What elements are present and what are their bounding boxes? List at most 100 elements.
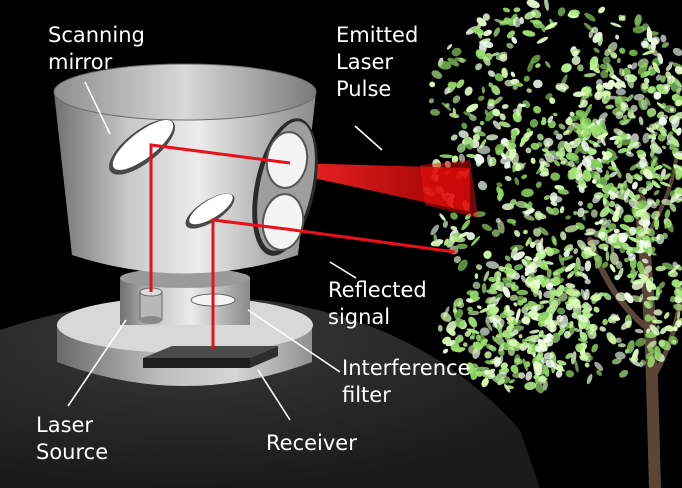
leaf — [662, 232, 668, 240]
leaf — [444, 87, 450, 95]
leaf — [574, 359, 579, 373]
leaf — [611, 214, 620, 223]
leaf — [628, 49, 638, 57]
leaf — [555, 133, 563, 140]
leaf — [484, 360, 494, 365]
leaf — [593, 192, 604, 199]
leaf — [563, 250, 570, 257]
leaf — [563, 244, 574, 252]
leaf — [497, 379, 505, 386]
leaf — [458, 231, 469, 238]
leaf — [584, 12, 596, 22]
leaf — [606, 332, 617, 345]
leaf — [611, 357, 622, 365]
leaf — [505, 263, 513, 270]
leaf — [567, 116, 572, 121]
leaf — [643, 168, 653, 180]
leaf — [491, 52, 500, 57]
leaf — [646, 296, 658, 301]
leaf — [493, 96, 503, 105]
leaf — [483, 250, 492, 259]
leaf — [573, 248, 579, 255]
leaf — [464, 86, 473, 96]
leaf — [504, 383, 511, 393]
emitted-laser-beam — [290, 163, 470, 212]
leaf — [511, 221, 516, 226]
leaf — [521, 188, 534, 198]
leaf — [439, 213, 446, 221]
leaf — [523, 229, 528, 235]
leaf — [473, 129, 486, 137]
leaf — [589, 125, 604, 134]
leaf — [549, 192, 558, 202]
leaf — [576, 271, 585, 277]
leaf — [447, 57, 460, 67]
leaf — [594, 361, 604, 371]
leaf — [602, 318, 608, 326]
leaf — [537, 319, 545, 328]
leaf — [512, 271, 520, 280]
leaf — [491, 229, 500, 237]
leaf — [523, 131, 533, 139]
leaf — [539, 300, 550, 304]
leaf — [557, 7, 566, 17]
leaf — [540, 23, 546, 33]
leaf — [484, 369, 489, 375]
leaf — [530, 157, 536, 164]
leaf — [484, 351, 492, 359]
leaf — [538, 237, 544, 251]
leaf — [647, 356, 655, 368]
leaf — [472, 281, 481, 290]
leaf — [626, 340, 635, 354]
leaf — [573, 154, 580, 164]
leaf — [583, 73, 597, 78]
leaf — [642, 132, 650, 144]
leaf — [577, 207, 585, 218]
leaf — [661, 145, 667, 149]
leaf — [652, 61, 660, 74]
leaf — [485, 261, 500, 269]
leaf — [512, 16, 521, 28]
leaf — [511, 36, 518, 44]
leaf — [450, 212, 458, 220]
leaf — [577, 64, 584, 72]
leaf — [456, 79, 465, 89]
leaf — [656, 102, 665, 109]
leaf — [579, 176, 584, 185]
leaf — [429, 81, 436, 88]
leaf — [501, 203, 514, 211]
leaf — [447, 81, 456, 89]
leaf — [454, 318, 465, 328]
leaf — [655, 199, 661, 204]
leaf — [663, 312, 670, 319]
leaf — [571, 115, 578, 122]
leaf — [644, 300, 654, 309]
leaf — [637, 261, 645, 274]
leaf — [479, 307, 490, 313]
leaf — [433, 243, 441, 247]
leaf — [595, 79, 603, 86]
leaf — [629, 226, 637, 236]
leaf — [511, 133, 517, 142]
leaf — [641, 239, 650, 247]
device-body — [53, 63, 317, 274]
leaf — [533, 79, 543, 89]
leaf — [507, 347, 515, 357]
leaf — [604, 48, 612, 57]
leaf — [493, 272, 498, 282]
leaf — [516, 103, 522, 117]
leaf — [667, 75, 675, 84]
leaf — [440, 312, 452, 322]
leaf — [539, 263, 545, 268]
leaf — [588, 355, 593, 361]
leaf — [569, 320, 574, 329]
leaf — [510, 247, 518, 259]
leaf — [650, 38, 658, 46]
leaf — [517, 299, 524, 306]
leaf — [619, 47, 626, 54]
leaf — [467, 306, 473, 313]
leaf — [466, 290, 474, 295]
leaf — [451, 47, 462, 57]
leaf — [458, 153, 466, 164]
